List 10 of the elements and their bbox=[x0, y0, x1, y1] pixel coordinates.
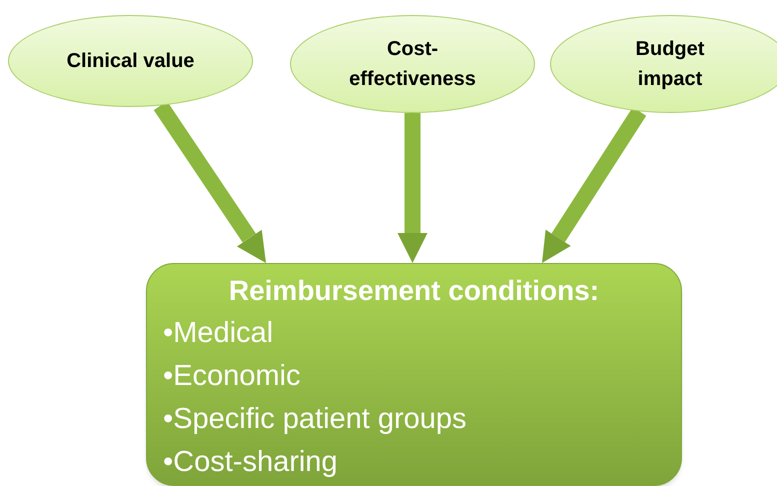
node-label: Budget impact bbox=[634, 37, 706, 92]
list-item: •Medical bbox=[163, 316, 274, 351]
node-label: Clinical value bbox=[66, 49, 194, 74]
list-item: •Cost-sharing bbox=[163, 445, 338, 480]
block-arrow bbox=[398, 113, 428, 263]
rounded-box bbox=[146, 263, 682, 486]
box-heading: Reimbursement conditions: bbox=[228, 274, 600, 308]
node-label: Cost-effectiveness bbox=[349, 37, 476, 92]
list-item: •Economic bbox=[163, 359, 300, 394]
list-item: •Specific patient groups bbox=[163, 402, 467, 437]
